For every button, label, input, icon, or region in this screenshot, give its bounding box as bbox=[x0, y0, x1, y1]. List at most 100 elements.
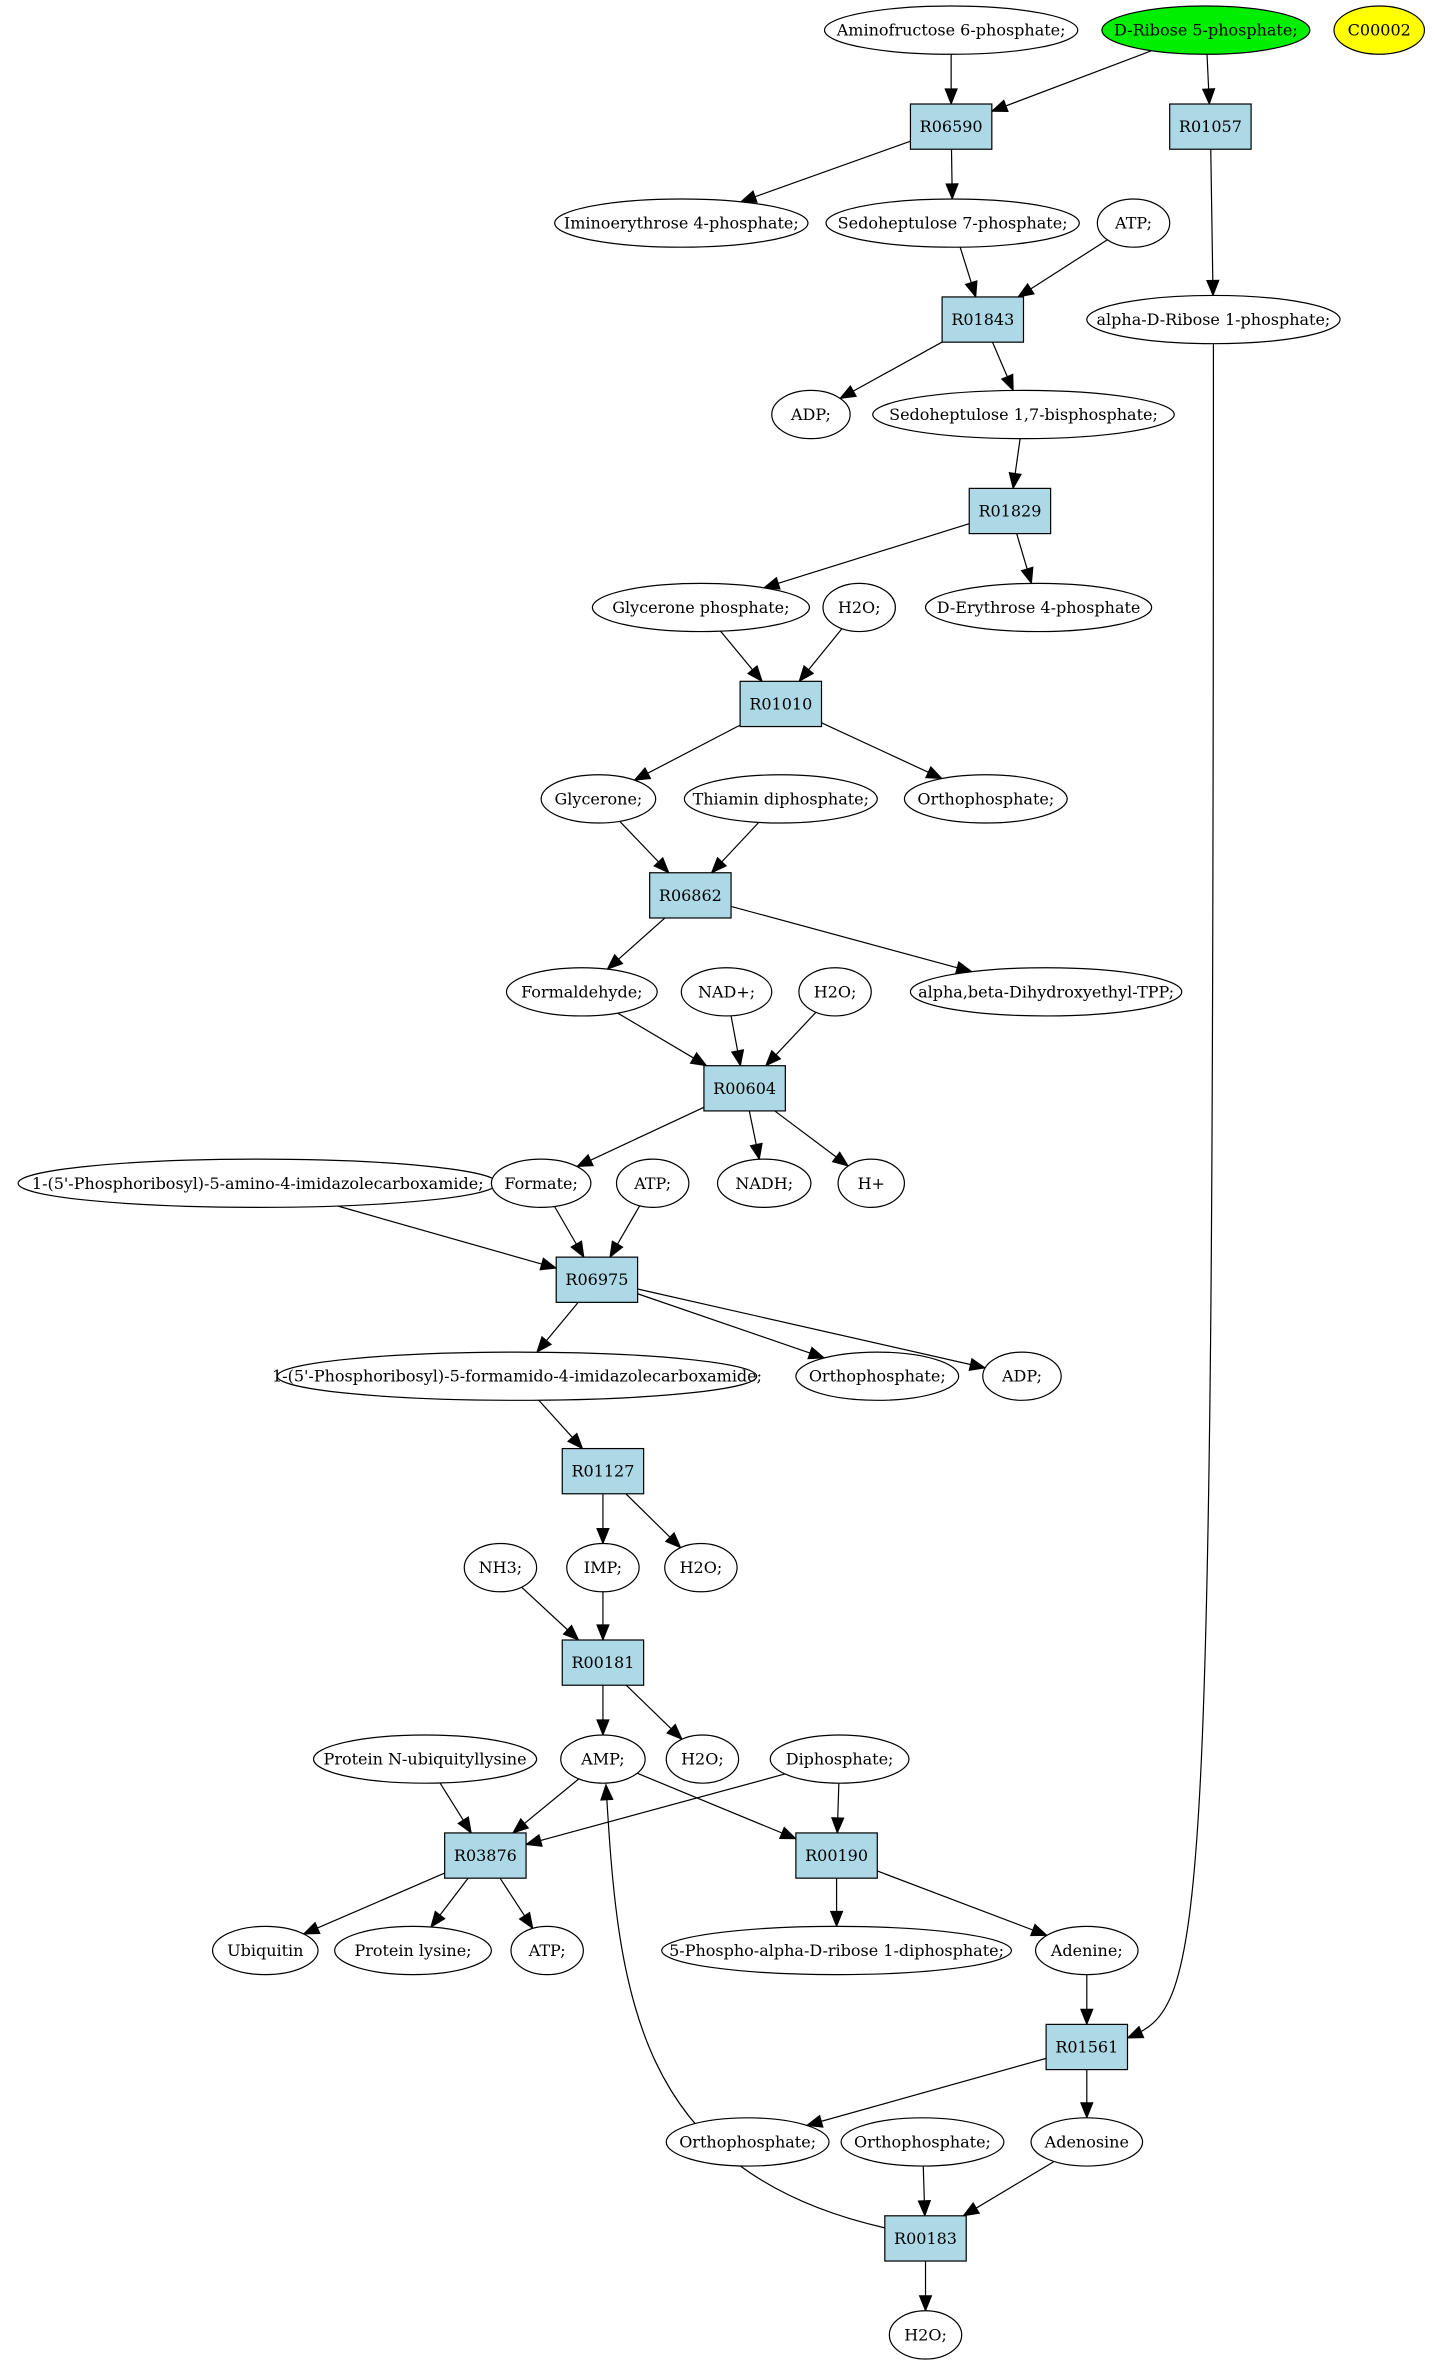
compound-node-e4p[interactable]: D-Erythrose 4-phosphate bbox=[924, 582, 1153, 633]
compound-node-protlys[interactable]: Protein lysine; bbox=[334, 1925, 492, 1976]
compound-label: H2O; bbox=[838, 598, 881, 617]
reaction-node-R00181[interactable]: R00181 bbox=[561, 1639, 645, 1686]
compound-node-h2o3[interactable]: H2O; bbox=[664, 1542, 738, 1593]
compound-node-ubiquitin[interactable]: Ubiquitin bbox=[211, 1925, 319, 1976]
reaction-node-R00604[interactable]: R00604 bbox=[703, 1065, 786, 1112]
reaction-node-R01057[interactable]: R01057 bbox=[1169, 103, 1252, 150]
reaction-box bbox=[968, 487, 1052, 535]
compound-node-aicar[interactable]: 1-(5'-Phosphoribosyl)-5-amino-4-imidazol… bbox=[17, 1158, 499, 1208]
reaction-box bbox=[909, 103, 993, 150]
compound-label: Glycerone; bbox=[555, 789, 643, 808]
compound-node-tpp[interactable]: Thiamin diphosphate; bbox=[683, 774, 878, 824]
compound-node-c00002[interactable]: C00002 bbox=[1333, 5, 1426, 55]
reaction-label: R06590 bbox=[920, 117, 983, 136]
compound-label: Orthophosphate; bbox=[679, 2132, 816, 2151]
compound-node-adenine[interactable]: Adenine; bbox=[1034, 1925, 1139, 1976]
compound-node-pi2[interactable]: Orthophosphate; bbox=[795, 1351, 960, 1401]
compound-ellipse bbox=[615, 1158, 690, 1208]
edge-R01561-to-pi3-line bbox=[806, 2057, 1047, 2126]
reaction-node-R03876[interactable]: R03876 bbox=[444, 1832, 527, 1879]
compound-ellipse bbox=[837, 1158, 906, 1208]
compound-node-atp1[interactable]: ATP; bbox=[1096, 198, 1171, 248]
compound-node-dhetpp[interactable]: alpha,beta-Dihydroxyethyl-TPP; bbox=[909, 967, 1183, 1017]
compound-node-atp3[interactable]: ATP; bbox=[510, 1925, 584, 1976]
edge-R06590-to-imino4p-line bbox=[740, 140, 911, 203]
compound-label: Thiamin diphosphate; bbox=[693, 789, 869, 808]
reaction-node-R06975[interactable]: R06975 bbox=[555, 1256, 639, 1303]
reaction-node-R00183[interactable]: R00183 bbox=[884, 2215, 967, 2262]
edge-R03876-to-protlys-arrowhead bbox=[430, 1910, 446, 1929]
compound-node-hplus[interactable]: H+ bbox=[837, 1158, 906, 1208]
compound-node-h2o4[interactable]: H2O; bbox=[665, 1734, 740, 1784]
edge-formaldehyde-to-R00604 bbox=[617, 1012, 708, 1067]
edge-ppi-to-R03876-line bbox=[525, 1773, 786, 1846]
edge-R01127-to-imp bbox=[596, 1493, 610, 1545]
compound-label: D-Erythrose 4-phosphate bbox=[937, 598, 1141, 617]
edge-h2o1-to-R01010 bbox=[798, 628, 843, 683]
compound-node-imp[interactable]: IMP; bbox=[566, 1542, 640, 1593]
reaction-node-R06862[interactable]: R06862 bbox=[649, 872, 732, 919]
edge-imp-to-R00181 bbox=[596, 1591, 610, 1642]
edge-R06862-to-dhetpp-line bbox=[730, 905, 972, 973]
compound-node-amp[interactable]: AMP; bbox=[560, 1734, 646, 1784]
reaction-node-R01829[interactable]: R01829 bbox=[968, 487, 1052, 535]
compound-node-faicar[interactable]: 1-(5'-Phosphoribosyl)-5-formamido-4-imid… bbox=[272, 1351, 762, 1401]
edge-formate-to-R06975 bbox=[554, 1206, 585, 1259]
compound-node-sedo7p[interactable]: Sedoheptulose 7-phosphate; bbox=[825, 198, 1080, 248]
compound-node-h2o2[interactable]: H2O; bbox=[798, 967, 872, 1017]
compound-node-ribose5p[interactable]: D-Ribose 5-phosphate; bbox=[1101, 5, 1311, 55]
edge-adenosine-to-R00183-line bbox=[963, 2160, 1055, 2217]
compound-label: H2O; bbox=[814, 982, 857, 1001]
compound-label: C00002 bbox=[1348, 21, 1411, 40]
reaction-node-R01843[interactable]: R01843 bbox=[941, 296, 1025, 343]
compound-node-gp[interactable]: Glycerone phosphate; bbox=[591, 582, 811, 633]
edge-R00183-to-amp-line bbox=[605, 1784, 885, 2229]
compound-label: H2O; bbox=[681, 1750, 724, 1769]
edge-R00604-to-nadh bbox=[748, 1110, 763, 1161]
edge-ribose5p-to-R06590 bbox=[990, 50, 1152, 113]
edge-R01829-to-e4p bbox=[1016, 533, 1034, 585]
compound-node-adp2[interactable]: ADP; bbox=[982, 1351, 1062, 1401]
compound-node-formate[interactable]: Formate; bbox=[490, 1158, 592, 1208]
reaction-node-R00190[interactable]: R00190 bbox=[795, 1832, 878, 1879]
compound-node-pi3[interactable]: Orthophosphate; bbox=[665, 2117, 830, 2167]
reaction-node-R01010[interactable]: R01010 bbox=[739, 680, 823, 728]
compound-node-protubi[interactable]: Protein N-ubiquityllysine bbox=[312, 1734, 538, 1784]
compound-node-amino6p[interactable]: Aminofructose 6-phosphate; bbox=[823, 5, 1079, 55]
edge-R06975-to-adp2 bbox=[637, 1288, 987, 1372]
compound-node-adp1[interactable]: ADP; bbox=[771, 389, 851, 440]
compound-node-nh3[interactable]: NH3; bbox=[463, 1542, 538, 1593]
compound-node-imino4p[interactable]: Iminoerythrose 4-phosphate; bbox=[554, 198, 809, 248]
compound-node-glycerone[interactable]: Glycerone; bbox=[540, 774, 657, 824]
compound-node-h2o5[interactable]: H2O; bbox=[888, 2310, 963, 2360]
edge-R03876-to-atp3 bbox=[499, 1877, 534, 1930]
compound-node-pi4[interactable]: Orthophosphate; bbox=[840, 2117, 1005, 2167]
edge-nad-to-R00604 bbox=[730, 1015, 745, 1068]
compound-node-prpp[interactable]: 5-Phospho-alpha-D-ribose 1-diphosphate; bbox=[661, 1925, 1013, 1976]
compound-node-adenosine[interactable]: Adenosine bbox=[1030, 2117, 1144, 2167]
reaction-node-R01561[interactable]: R01561 bbox=[1045, 2023, 1129, 2071]
edge-R06975-to-pi2-arrowhead bbox=[807, 1346, 826, 1360]
compound-label: H2O; bbox=[904, 2325, 947, 2344]
compound-node-pi1[interactable]: Orthophosphate; bbox=[903, 774, 1068, 824]
compound-ellipse bbox=[716, 1158, 812, 1208]
edge-sedo7p-to-R01843-arrowhead bbox=[964, 280, 978, 299]
compound-node-ribose1p[interactable]: alpha-D-Ribose 1-phosphate; bbox=[1086, 294, 1341, 345]
edge-amp-to-R00190 bbox=[636, 1772, 798, 1840]
reaction-node-R01127[interactable]: R01127 bbox=[561, 1447, 645, 1495]
edge-R01561-to-adenosine-arrowhead bbox=[1080, 2102, 1094, 2120]
edge-R03876-to-ubiquitin bbox=[302, 1872, 445, 1935]
compound-ellipse bbox=[823, 5, 1079, 55]
compound-node-nad[interactable]: NAD+; bbox=[680, 967, 773, 1017]
edges-layer bbox=[302, 50, 1220, 2313]
compound-node-atp2[interactable]: ATP; bbox=[615, 1158, 690, 1208]
compound-node-formaldehyde[interactable]: Formaldehyde; bbox=[505, 967, 658, 1017]
compound-node-nadh[interactable]: NADH; bbox=[716, 1158, 812, 1208]
compound-node-sedobp[interactable]: Sedoheptulose 1,7-bisphosphate; bbox=[872, 389, 1175, 440]
compound-label: NAD+; bbox=[698, 982, 755, 1001]
edge-R01843-to-adp1-line bbox=[839, 341, 943, 399]
edge-R00190-to-prpp-arrowhead bbox=[829, 1910, 844, 1928]
reaction-node-R06590[interactable]: R06590 bbox=[909, 103, 993, 150]
compound-node-ppi[interactable]: Diphosphate; bbox=[769, 1734, 910, 1784]
compound-node-h2o1[interactable]: H2O; bbox=[822, 582, 896, 633]
